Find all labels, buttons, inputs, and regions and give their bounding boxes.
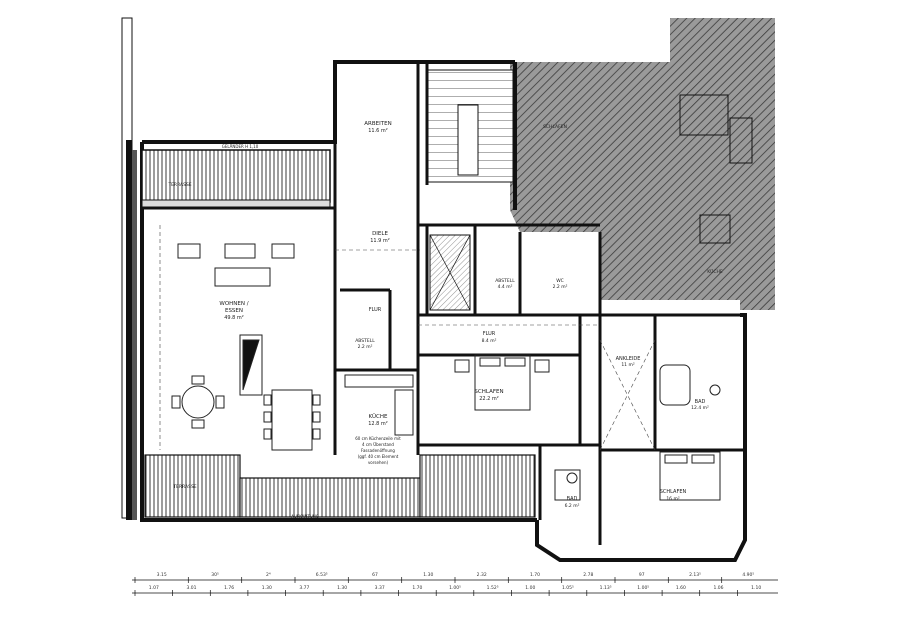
svg-text:Fassadenöffnung: Fassadenöffnung xyxy=(361,448,395,453)
label-abstell: ABSTELL xyxy=(495,278,515,284)
dimension-label: 97 xyxy=(639,572,645,578)
dimension-label: 1.13⁵ xyxy=(600,585,612,591)
area-bad-bottom: 6.2 m² xyxy=(565,503,580,509)
dimension-label: 1.76 xyxy=(224,585,234,591)
room-labels: ARBEITEN 11.6 m² DIELE 11.9 m² WOHNEN / … xyxy=(167,121,723,509)
dimension-label: 3.01 xyxy=(186,585,196,591)
dimension-label: 1.30 xyxy=(262,585,272,591)
dimension-label: 1.60 xyxy=(676,585,686,591)
dimension-label: 1.06 xyxy=(713,585,723,591)
label-flur: FLUR xyxy=(483,331,496,337)
interior-walls xyxy=(142,62,745,545)
dimension-label: 1.70 xyxy=(412,585,422,591)
label-bad-bottom: BAD xyxy=(567,496,578,502)
sofa-set xyxy=(177,243,295,396)
bathtub xyxy=(554,364,721,501)
svg-text:60 cm Küchenzeile mit: 60 cm Küchenzeile mit xyxy=(355,436,401,441)
dimension-label: 6.53⁵ xyxy=(316,572,328,578)
svg-text:(ggf. 40 cm Element: (ggf. 40 cm Element xyxy=(358,454,399,459)
dimension-label: 3.37 xyxy=(375,585,385,591)
area-abstell: 4.4 m² xyxy=(498,284,513,290)
dimension-labels-lower: 1.07 3.01 1.76 1.30 3.77 1.30 3.37 1.70 1.00⁵ 1.5… xyxy=(149,585,762,591)
dimension-label: 2.13⁵ xyxy=(689,572,701,578)
dimension-label: 1.00⁵ xyxy=(637,585,649,591)
area-kueche: 12.8 m² xyxy=(368,421,388,427)
dimension-label: 2.78 xyxy=(583,572,593,578)
dimension-label: 1.30 xyxy=(337,585,347,591)
label-kueche: KÜCHE xyxy=(369,413,388,420)
area-flur: 8.4 m² xyxy=(482,338,497,344)
area-schlafen-main: 22.2 m² xyxy=(479,396,499,402)
label-terrasse-bottom: TERRASSE xyxy=(172,484,196,490)
dimension-label: 3.15 xyxy=(157,572,167,578)
kitchen-note: 60 cm Küchenzeile mit 4 cm Überstand Fas… xyxy=(355,436,401,465)
area-diele: 11.9 m² xyxy=(370,238,390,244)
dimension-label: 2.32 xyxy=(477,572,487,578)
dimension-label: 1.10 xyxy=(751,585,761,591)
bed-main xyxy=(454,354,550,411)
label-ankleide: ANKLEIDE xyxy=(616,356,641,362)
dimension-label: 1.07 xyxy=(149,585,159,591)
dimension-label: 67 xyxy=(372,572,378,578)
label-terrasse-top: TERRASSE xyxy=(167,182,191,188)
neighbor-unit xyxy=(510,18,775,310)
dimension-label: 2⁴ xyxy=(266,572,271,578)
round-table xyxy=(171,375,225,429)
stairwell xyxy=(427,69,514,311)
label-diele: DIELE xyxy=(372,231,388,237)
area-schlafen-right: 16 m² xyxy=(666,496,680,502)
dimension-label: 1.70 xyxy=(530,572,540,578)
terrace-top xyxy=(141,149,331,209)
area-ankleide: 11 m² xyxy=(621,362,635,368)
label-neighbor-kueche: KÜCHE xyxy=(707,268,723,275)
kitchen-counter xyxy=(344,374,414,436)
svg-text:4 cm Überstand: 4 cm Überstand xyxy=(362,442,394,447)
dimension-label: 1.00 xyxy=(525,585,535,591)
area-abstell-small: 2.2 m² xyxy=(358,344,373,350)
dimension-label: 1.05⁵ xyxy=(562,585,574,591)
dimension-label: 1.00⁵ xyxy=(449,585,461,591)
area-arbeiten: 11.6 m² xyxy=(368,128,388,134)
area-bad-right: 12.4 m² xyxy=(691,405,709,411)
label-arbeiten: ARBEITEN xyxy=(364,121,391,127)
label-abstell-small: ABSTELL xyxy=(355,338,375,344)
terrace-bottom xyxy=(144,454,536,518)
dining-table xyxy=(263,389,321,451)
dimension-label: 4.90⁵ xyxy=(742,572,754,578)
dimension-label: 1.30 xyxy=(423,572,433,578)
label-schlafen-right: SCHLAFEN xyxy=(660,489,687,495)
label-flur-small: FLUR xyxy=(369,307,382,313)
label-bad-right: BAD xyxy=(695,399,706,405)
area-wc: 2.2 m² xyxy=(553,284,568,290)
dimension-labels-upper: 3.15 30⁵ 2⁴ 6.53⁵ 67 1.30 2.32 1.70 2.78 97 2.13⁵ 4… xyxy=(157,572,755,578)
gelaender-note: GELÄNDER H 1,10 xyxy=(222,144,259,149)
label-neighbor-schlafen: SCHLAFEN xyxy=(543,124,567,130)
left-wall-column xyxy=(121,17,137,520)
svg-text:vorsehen): vorsehen) xyxy=(368,460,389,465)
dimension-label: 3.77 xyxy=(299,585,309,591)
bed-right xyxy=(659,451,721,501)
label-essen: ESSEN xyxy=(225,308,243,314)
dimension-label: 30⁵ xyxy=(211,572,219,578)
label-schlafen-main: SCHLAFEN xyxy=(474,389,503,395)
dimension-label: 1.52⁵ xyxy=(487,585,499,591)
dimension-lines xyxy=(132,577,778,596)
area-wohnen: 49.8 m² xyxy=(224,315,244,321)
aufkantung-note: AUFKANTUNG xyxy=(291,514,319,519)
label-wc: WC xyxy=(556,278,564,284)
label-wohnen: WOHNEN / xyxy=(219,301,248,307)
guide-lines xyxy=(159,225,656,451)
